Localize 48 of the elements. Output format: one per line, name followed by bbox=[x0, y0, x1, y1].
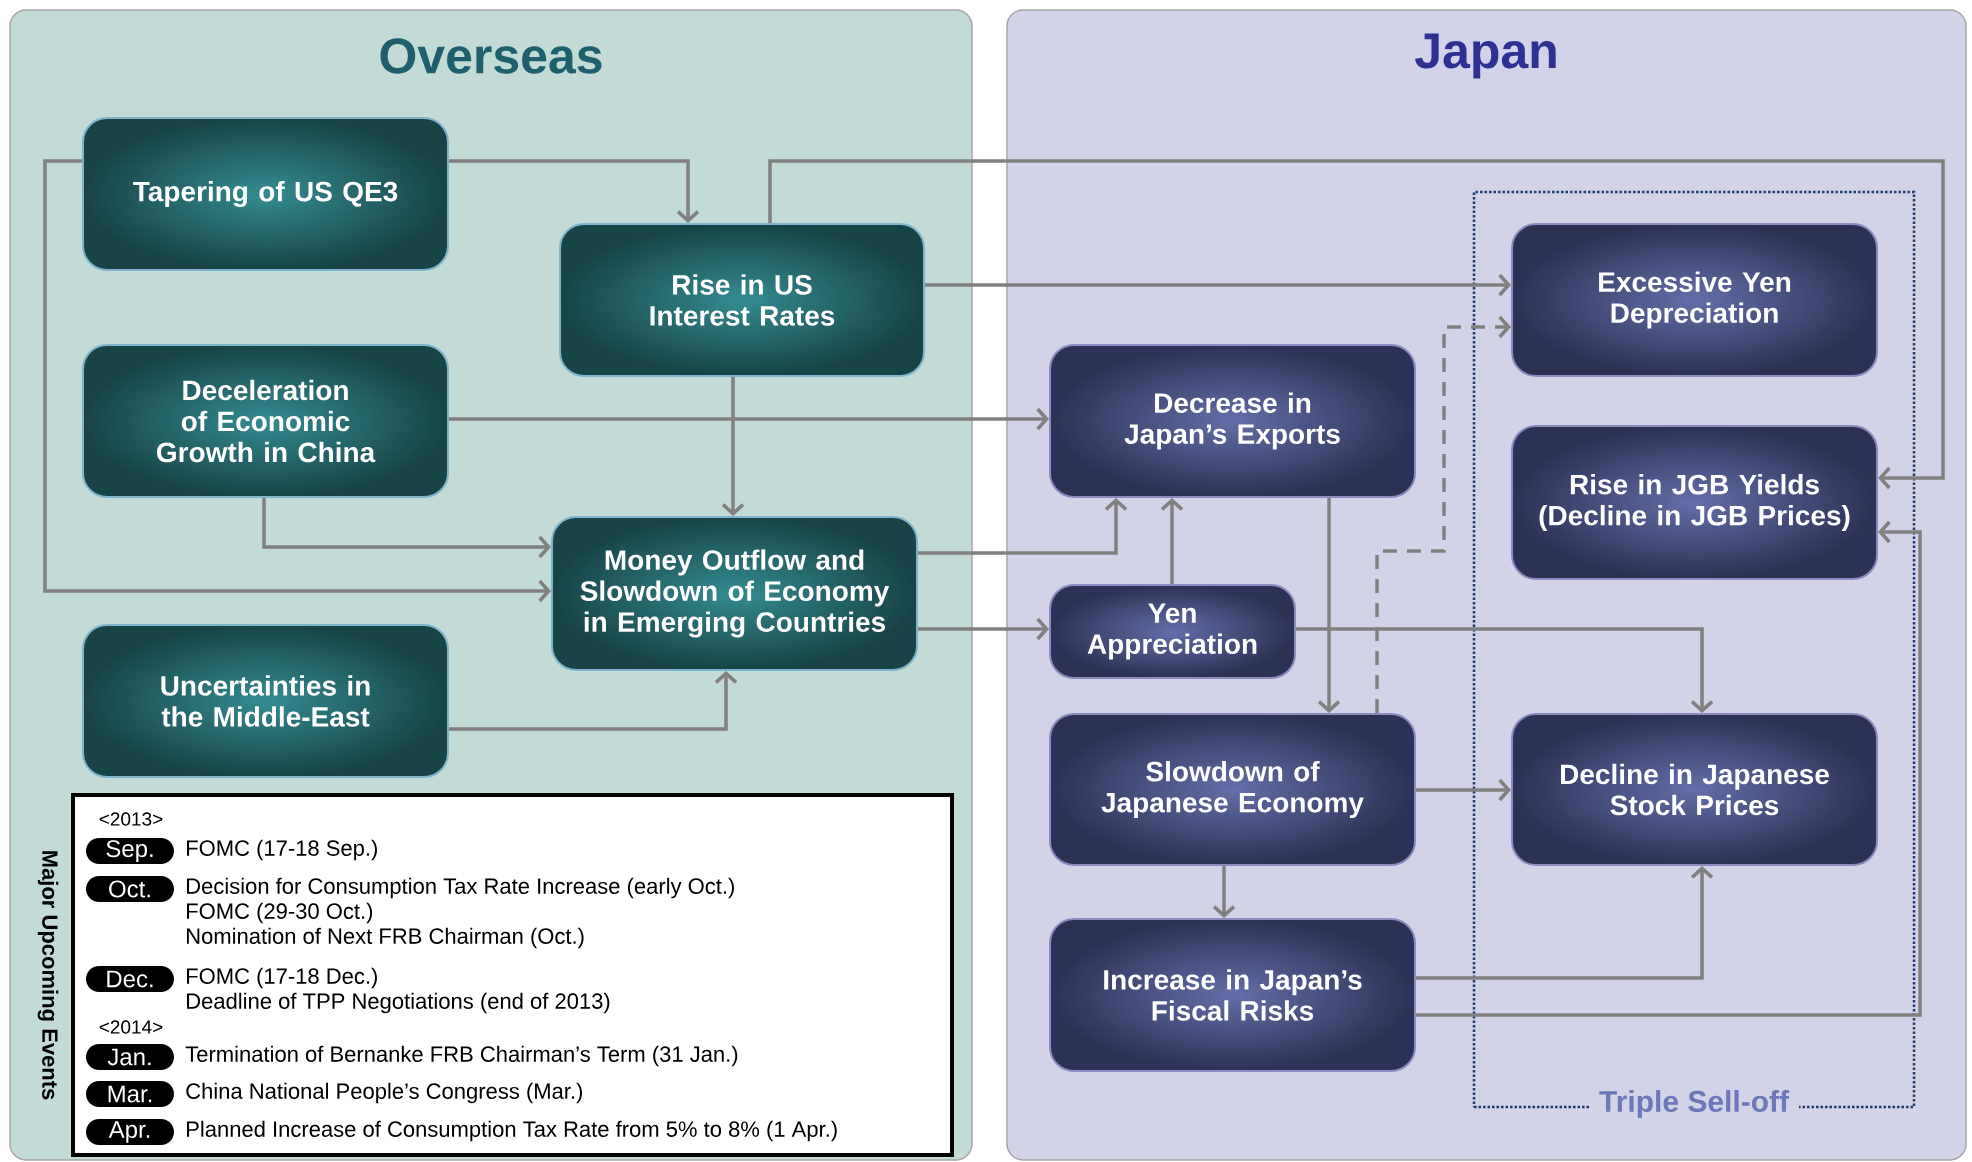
event-text: Planned Increase of Consumption Tax Rate from 5% to 8% (1 Apr.) bbox=[187, 1120, 837, 1142]
process-box: Deceleration of Economic Growth in China bbox=[82, 344, 449, 498]
month-pill: Oct. bbox=[86, 876, 174, 902]
arrow bbox=[925, 273, 1511, 297]
arrow bbox=[1296, 627, 1714, 713]
arrow bbox=[449, 407, 1049, 431]
process-box: Decline in Japanese Stock Prices bbox=[1511, 713, 1878, 866]
month-pill: Dec. bbox=[86, 966, 174, 992]
process-box: Rise in US Interest Rates bbox=[559, 223, 925, 377]
event-text: FOMC (17-18 Sep.) bbox=[187, 839, 377, 861]
process-box: Excessive Yen Depreciation bbox=[1511, 223, 1878, 377]
arrow bbox=[768, 159, 1945, 490]
arrow bbox=[1416, 778, 1511, 802]
arrow bbox=[918, 617, 1049, 641]
event-text: FOMC (17-18 Dec.) bbox=[187, 967, 377, 989]
process-box: Uncertainties in the Middle-East bbox=[82, 624, 449, 778]
event-text: Termination of Bernanke FRB Chairman’s Term (31 Jan.) bbox=[185, 1045, 738, 1067]
month-pill: Mar. bbox=[86, 1081, 174, 1107]
process-box: Decrease in Japan’s Exports bbox=[1049, 344, 1416, 498]
event-text: Nomination of Next FRB Chairman (Oct.) bbox=[187, 927, 584, 949]
arrow bbox=[449, 671, 738, 731]
process-box: Tapering of US QE3 bbox=[82, 117, 449, 271]
arrow bbox=[449, 159, 700, 223]
month-pill: Jan. bbox=[86, 1044, 174, 1070]
year-label: <2014> bbox=[99, 1020, 163, 1034]
month-pill: Sep. bbox=[86, 838, 174, 864]
process-box: Yen Appreciation bbox=[1049, 584, 1296, 679]
arrow bbox=[1160, 498, 1184, 584]
arrow bbox=[43, 159, 551, 603]
arrow bbox=[721, 377, 745, 516]
month-pill: Apr. bbox=[86, 1119, 174, 1145]
process-box: Rise in JGB Yields (Decline in JGB Prices) bbox=[1511, 425, 1878, 580]
event-text: Deadline of TPP Negotiations (end of 2013) bbox=[187, 992, 610, 1014]
process-box: Increase in Japan’s Fiscal Risks bbox=[1049, 918, 1416, 1072]
arrow bbox=[1317, 498, 1341, 713]
event-text: China National People’s Congress (Mar.) bbox=[186, 1082, 582, 1104]
arrow bbox=[1416, 520, 1922, 1017]
process-box: Slowdown of Japanese Economy bbox=[1049, 713, 1416, 866]
event-text: FOMC (29-30 Oct.) bbox=[187, 902, 373, 924]
arrow bbox=[1212, 866, 1236, 918]
process-box: Money Outflow and Slowdown of Economy in Emerging Countries bbox=[551, 516, 918, 671]
arrow bbox=[918, 498, 1128, 555]
year-label: <2013> bbox=[99, 812, 163, 826]
node-label: Major Upcoming Events bbox=[37, 851, 59, 1100]
arrow bbox=[1375, 315, 1511, 713]
arrow bbox=[1416, 866, 1714, 980]
arrow bbox=[262, 498, 551, 559]
event-text: Decision for Consumption Tax Rate Increase (early Oct.) bbox=[187, 877, 734, 899]
